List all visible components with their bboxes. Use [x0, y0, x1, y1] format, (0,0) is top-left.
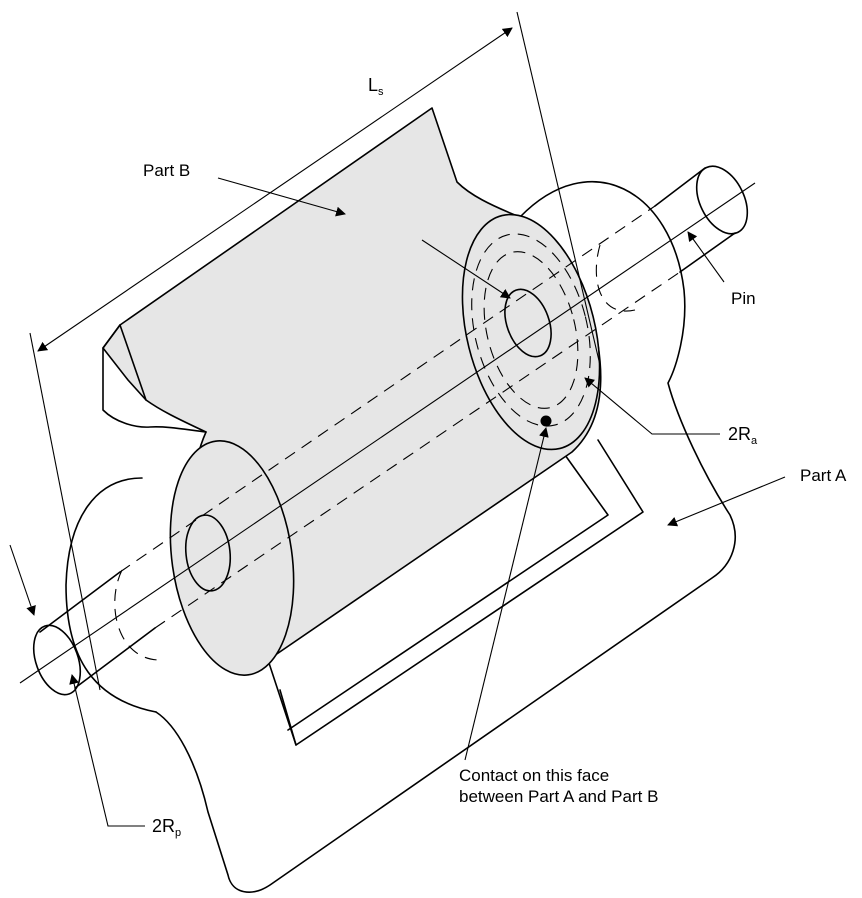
pin-label: Pin	[731, 289, 756, 308]
pin-diameter-arrow-top	[9, 544, 36, 616]
pin-diameter-label-sub: p	[175, 827, 182, 839]
pin-diameter-leader	[69, 674, 145, 827]
pin-left-end-body	[39, 571, 156, 689]
part-a-bracket	[65, 180, 736, 893]
part-a-right-ear	[155, 180, 736, 893]
contact-leader	[464, 427, 549, 761]
part-a-label: Part A	[800, 466, 847, 485]
pin-hidden-upper-edge	[119, 205, 656, 573]
pin-hidden-arc-right	[595, 244, 636, 312]
length-label: Ls	[368, 75, 384, 103]
part-a-slot	[279, 439, 644, 746]
hole-diameter-label: 2Ra	[728, 424, 757, 452]
part-b-edge-lower	[102, 347, 207, 433]
pin-right-end-body	[654, 167, 736, 273]
hole-diameter-leader	[584, 377, 720, 435]
part-b-front-hole	[184, 514, 232, 592]
contact-point	[540, 415, 552, 427]
hole-diameter-label-sub: a	[751, 435, 758, 447]
contact-label-line1: Contact on this face	[459, 766, 610, 785]
pin-centerline	[19, 182, 756, 684]
part-b-front-boss	[169, 440, 295, 676]
pin-leader	[687, 231, 725, 283]
part-b-leader	[217, 177, 346, 217]
contact-label-line2: between Part A and Part B	[459, 787, 659, 806]
pin-hidden-arc-left	[114, 569, 161, 661]
part-a-leader	[667, 476, 786, 527]
ls-extension-right	[516, 11, 601, 366]
pin-right-end-face	[695, 165, 749, 235]
part-a-slot-edge	[267, 659, 297, 746]
pin-diameter-label-main: 2R	[152, 816, 176, 836]
hole-diameter-label-main: 2R	[728, 424, 752, 444]
length-label-main: L	[368, 75, 379, 95]
length-label-sub: s	[378, 86, 384, 98]
part-b-hidden-circle-1	[483, 251, 579, 409]
ls-extension-left	[29, 332, 101, 691]
pin-diameter-label: 2Rp	[152, 816, 181, 844]
part-b-block	[102, 107, 602, 676]
hole-diameter-arrow-top	[421, 239, 511, 299]
ls-dimension-line	[37, 27, 513, 352]
pin-left-end-face	[32, 624, 82, 696]
part-a-left-ear	[65, 477, 157, 713]
annotations	[9, 11, 786, 827]
part-b-label: Part B	[143, 161, 191, 180]
